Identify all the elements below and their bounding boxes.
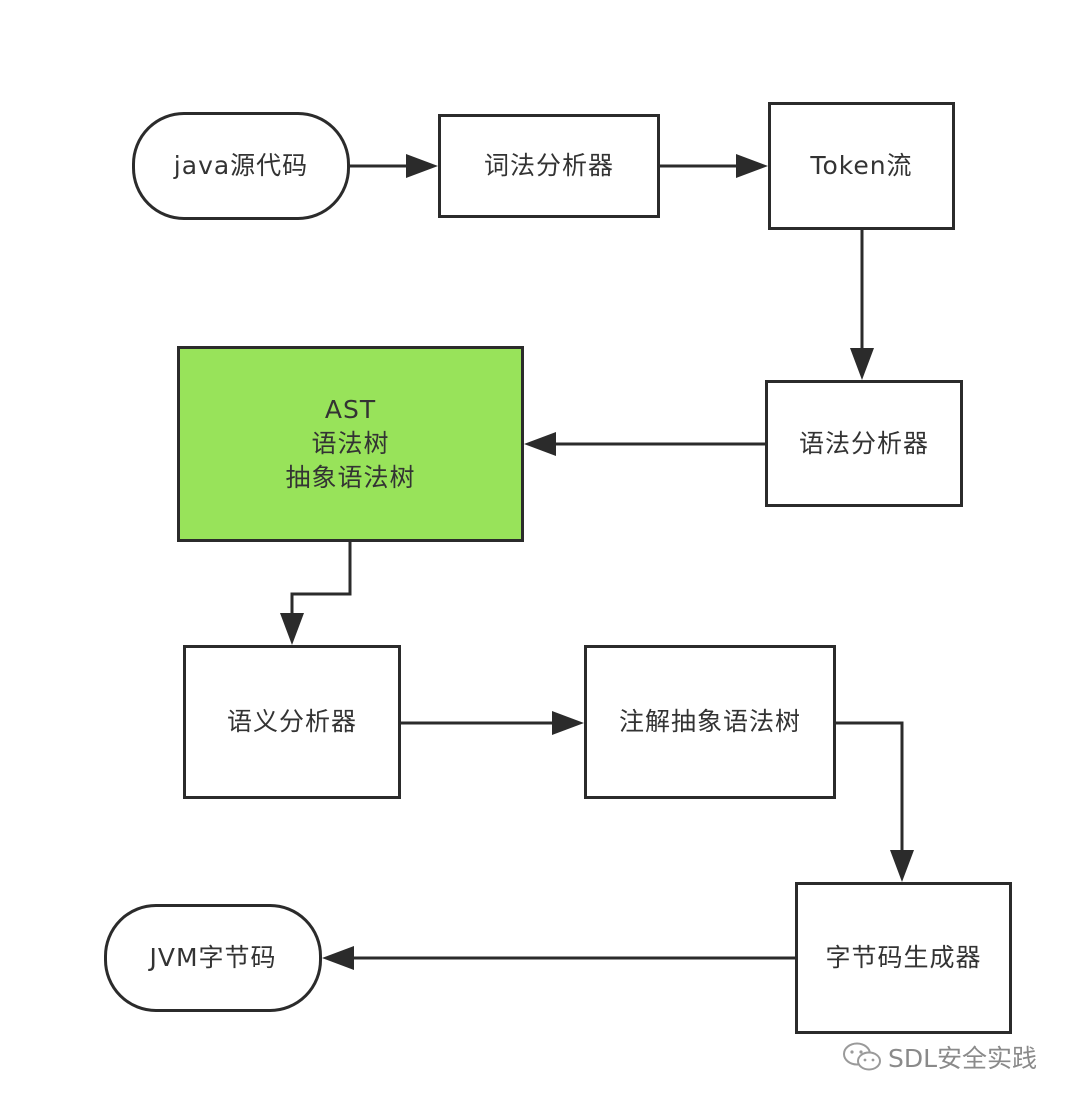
node-token-stream-label: Token流 — [810, 151, 913, 181]
node-bytecode-generator: 字节码生成器 — [795, 882, 1012, 1034]
node-bytecode-generator-label: 字节码生成器 — [825, 943, 982, 973]
node-token-stream: Token流 — [768, 102, 955, 230]
node-semantic-analyzer: 语义分析器 — [183, 645, 401, 799]
node-lexer: 词法分析器 — [438, 114, 660, 218]
node-semantic-analyzer-label: 语义分析器 — [226, 707, 357, 737]
node-parser-label: 语法分析器 — [798, 428, 929, 458]
arrow-token-to-parser — [850, 230, 874, 380]
node-annotated-ast: 注解抽象语法树 — [584, 645, 836, 799]
node-annotated-ast-label: 注解抽象语法树 — [618, 707, 801, 737]
node-ast-line1: AST — [324, 395, 377, 425]
arrow-parser-to-ast — [524, 432, 765, 456]
watermark: SDL安全实践 — [842, 1039, 1037, 1075]
node-java-source-label: java源代码 — [173, 151, 309, 181]
watermark-text: SDL安全实践 — [888, 1044, 1038, 1073]
arrow-lexer-to-token — [660, 154, 768, 178]
wechat-icon — [843, 1042, 881, 1071]
arrow-semantic-to-annotated — [400, 711, 584, 735]
node-jvm-bytecode: JVM字节码 — [104, 904, 322, 1012]
node-lexer-label: 词法分析器 — [483, 151, 614, 181]
node-parser: 语法分析器 — [765, 380, 963, 507]
arrow-ast-to-semantic — [280, 541, 352, 645]
node-ast-line2: 语法树 — [311, 429, 390, 459]
node-jvm-bytecode-label: JVM字节码 — [149, 943, 277, 973]
node-java-source: java源代码 — [132, 112, 350, 220]
arrow-source-to-lexer — [350, 154, 438, 178]
arrow-generator-to-jvm — [322, 946, 795, 970]
node-ast-line3: 抽象语法树 — [285, 462, 416, 492]
arrow-annotated-to-generator — [835, 721, 914, 882]
node-ast: AST 语法树 抽象语法树 — [177, 346, 524, 542]
